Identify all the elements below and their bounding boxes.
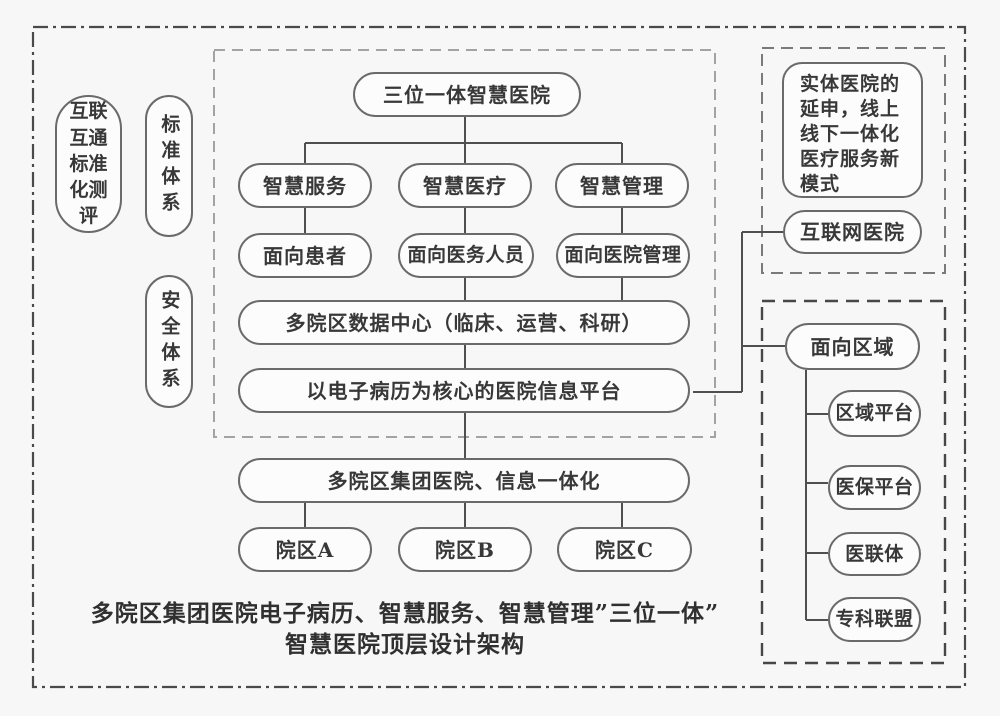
- data-center-label: 多院区数据中心（临床、运营、科研）: [285, 310, 643, 335]
- branch-label: 智慧医疗: [423, 173, 507, 198]
- campus-c-node: 院区C: [557, 527, 692, 572]
- campus-label: 院区C: [595, 537, 654, 562]
- internet-hospital-node: 互联网医院: [783, 210, 922, 254]
- insurance-platform-node: 医保平台: [828, 465, 921, 510]
- audience-node-hospital-management: 面向医院管理: [556, 233, 690, 278]
- medical-consortium-node: 医联体: [828, 532, 921, 576]
- hospital-group-node: 多院区集团医院、信息一体化: [238, 458, 690, 503]
- campus-label: 院区B: [435, 537, 495, 562]
- branch-label: 智慧服务: [263, 173, 347, 198]
- campus-a-node: 院区A: [238, 527, 372, 572]
- branch-node-smart-management: 智慧管理: [555, 163, 689, 208]
- data-center-node: 多院区数据中心（临床、运营、科研）: [238, 300, 690, 345]
- caption-line-2: 智慧医院顶层设计架构: [285, 631, 525, 659]
- caption-line-1: 多院区集团医院电子病历、智慧服务、智慧管理”三位一体”: [90, 600, 720, 627]
- standard-system-pill: 标准体系: [145, 95, 193, 237]
- interop-certification-label: 互联互通标准化测评: [69, 100, 108, 228]
- emr-platform-label: 以电子病历为核心的医院信息平台: [306, 378, 622, 403]
- security-system-pill: 安全体系: [145, 275, 193, 408]
- interop-certification-pill: 互联互通标准化测评: [55, 95, 122, 233]
- emr-platform-node: 以电子病历为核心的医院信息平台: [238, 368, 690, 413]
- tree-connectors: [304, 117, 828, 621]
- outer-frame: [31, 25, 967, 689]
- audience-label: 面向患者: [263, 243, 347, 268]
- regional-platform-label: 区域平台: [835, 402, 914, 425]
- regional-facing-node: 面向区域: [785, 323, 920, 370]
- audience-label: 面向医务人员: [407, 244, 525, 267]
- audience-node-medical-staff: 面向医务人员: [398, 233, 534, 278]
- medical-consortium-label: 医联体: [845, 542, 904, 565]
- regional-facing-label: 面向区域: [810, 334, 895, 359]
- regional-platform-node: 区域平台: [828, 390, 921, 437]
- root-node-label: 三位一体智慧医院: [383, 82, 551, 107]
- internet-hospital-frame: [761, 47, 946, 274]
- hospital-group-label: 多院区集团医院、信息一体化: [327, 468, 601, 493]
- internet-hospital-note: 实体医院的 延申，线上 线下一体化 医疗服务新 模式: [782, 62, 923, 198]
- campus-b-node: 院区B: [398, 527, 532, 572]
- standard-system-label: 标准体系: [158, 114, 181, 218]
- branch-node-smart-medical: 智慧医疗: [398, 163, 532, 208]
- security-system-label: 安全体系: [158, 289, 181, 394]
- regional-frame: [760, 299, 947, 665]
- branch-node-smart-service: 智慧服务: [238, 163, 372, 208]
- specialty-alliance-node: 专科联盟: [828, 597, 921, 642]
- insurance-platform-label: 医保平台: [835, 476, 914, 499]
- internet-hospital-label: 互联网医院: [800, 220, 905, 244]
- campus-label: 院区A: [275, 537, 335, 562]
- branch-label: 智慧管理: [580, 173, 664, 198]
- specialty-alliance-label: 专科联盟: [835, 608, 914, 631]
- audience-label: 面向医院管理: [564, 244, 682, 267]
- root-node-trinity-smart-hospital: 三位一体智慧医院: [353, 72, 581, 117]
- diagram-caption: 多院区集团医院电子病历、智慧服务、智慧管理”三位一体” 智慧医院顶层设计架构: [55, 598, 755, 660]
- audience-node-patients: 面向患者: [238, 233, 372, 278]
